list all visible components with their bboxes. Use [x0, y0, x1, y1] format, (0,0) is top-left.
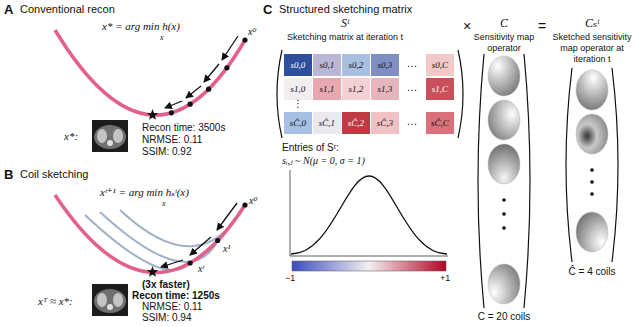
- matrix-cell: s0,0: [284, 54, 312, 76]
- matrix-cell: sĈ,3: [371, 112, 399, 134]
- ellipsis: ⋮: [284, 98, 312, 110]
- ellipsis: …: [400, 57, 424, 70]
- matrix-entry: s1,3: [378, 84, 393, 94]
- matrix-caption: Sensitivity map operator: [469, 32, 539, 54]
- ellipsis: …: [400, 115, 424, 128]
- operator-sign: ×: [463, 18, 471, 35]
- matrix-entry: s0,0: [291, 60, 306, 70]
- metric-text: SSIM: 0.94: [142, 312, 191, 324]
- metric-text: SSIM: 0.92: [142, 146, 191, 158]
- colorbar-tick: +1: [440, 273, 450, 284]
- matrix-symbol: Sᵗ: [270, 16, 420, 30]
- coil-count: Ĉ = 4 coils: [562, 266, 622, 278]
- matrix-entry: sĈ,1: [319, 118, 335, 128]
- matrix-cell: s0,2: [342, 54, 370, 76]
- matrix-cell: s0,C: [426, 54, 454, 76]
- matrix-symbol: Cₛᵗ: [550, 16, 634, 30]
- matrix-cell: sĈ,2: [342, 112, 370, 134]
- metric-text: Recon time: 1250s: [132, 290, 220, 302]
- matrix-cell: s1,C: [426, 78, 454, 100]
- matrix-cell: s1,3: [371, 78, 399, 100]
- iterate-label: x¹: [223, 243, 230, 255]
- distribution-title: Entries of Sᵗ:: [282, 142, 339, 154]
- panel-letter: B: [4, 167, 13, 183]
- panel-title: Coil sketching: [20, 168, 88, 181]
- formula: x* = arg min h(x): [102, 20, 180, 33]
- matrix-entry: sĈ,2: [348, 118, 364, 128]
- matrix-entry: s1,1: [320, 84, 335, 94]
- formula-subscript: x: [160, 33, 164, 43]
- result-label: x*:: [64, 130, 78, 143]
- matrix-entry: s0,1: [320, 60, 335, 70]
- matrix-entry: sĈ,0: [290, 118, 306, 128]
- formula: xᵗ⁺¹ = arg min hₛᵗ(x): [100, 186, 189, 199]
- panel-letter: C: [263, 2, 272, 18]
- matrix-cell: s1,2: [342, 78, 370, 100]
- matrix-cell: s1,1: [313, 78, 341, 100]
- panel-title: Structured sketching matrix: [279, 3, 412, 16]
- matrix-entry: s1,2: [349, 84, 364, 94]
- matrix-entry: s1,C: [432, 84, 448, 94]
- metric-text: Recon time: 3500s: [142, 122, 225, 134]
- formula-subscript: x: [162, 199, 166, 209]
- colorbar-tick: −1: [285, 273, 295, 284]
- matrix-entry: sĈ,3: [377, 118, 393, 128]
- operator-sign: =: [538, 18, 546, 35]
- matrix-caption: Sketched sensitivity map operator at ite…: [546, 32, 638, 64]
- ellipsis: …: [400, 81, 424, 94]
- coil-count: C = 20 coils: [473, 311, 535, 323]
- iterate-label: x⁰: [248, 26, 256, 38]
- metric-text: NRMSE: 0.11: [142, 301, 202, 313]
- iterate-label: x⁰: [249, 195, 257, 207]
- iterate-label: xᵗ: [198, 263, 204, 275]
- matrix-entry: s0,2: [349, 60, 364, 70]
- matrix-entry: s1,0: [291, 84, 306, 94]
- matrix-cell: sĈ,0: [284, 112, 312, 134]
- speedup-text: (3x faster): [142, 279, 190, 291]
- matrix-cell: s0,3: [371, 54, 399, 76]
- matrix-cell: sĈ,1: [313, 112, 341, 134]
- matrix-cell: sĈ,C: [426, 112, 454, 134]
- matrix-entry: s0,C: [432, 60, 448, 70]
- panel-title: Conventional recon: [20, 3, 115, 16]
- matrix-entry: s0,3: [378, 60, 393, 70]
- result-label: xᵀ ≈ x*:: [38, 295, 73, 308]
- metric-text: NRMSE: 0.11: [142, 134, 202, 146]
- distribution-formula: sᵢ,ⱼ ~ N(μ = 0, σ = 1): [282, 155, 365, 167]
- panel-letter: A: [4, 2, 13, 18]
- matrix-entry: sĈ,C: [431, 118, 449, 128]
- matrix-cell: s0,1: [313, 54, 341, 76]
- matrix-cell: s1,0: [284, 78, 312, 100]
- matrix-caption: Sketching matrix at iteration t: [270, 32, 420, 43]
- matrix-symbol: C: [474, 16, 534, 30]
